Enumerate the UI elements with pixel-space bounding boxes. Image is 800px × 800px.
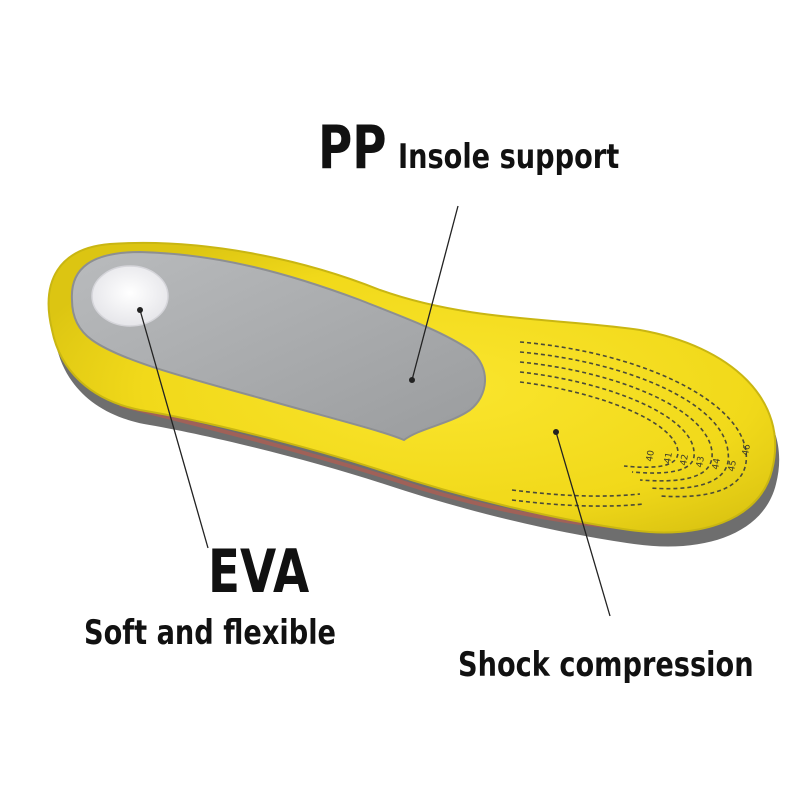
callout-dots	[137, 307, 559, 435]
size-mark: 41	[663, 452, 675, 465]
shock-label: Shock compression	[458, 645, 754, 685]
size-mark: 44	[711, 457, 723, 470]
callout-line-shock	[555, 431, 611, 617]
eva-subtitle: Soft and flexible	[84, 613, 336, 653]
size-mark: 45	[727, 460, 739, 473]
size-mark: 46	[741, 443, 753, 456]
callout-line-eva	[139, 309, 209, 549]
size-mark: 40	[645, 449, 657, 462]
size-mark: 43	[695, 456, 707, 469]
callout-lines	[139, 205, 611, 617]
insole-heel-pad	[91, 265, 169, 327]
size-guide-arcs	[511, 341, 748, 507]
insole-red-edge	[119, 403, 641, 530]
pp-title: PP	[318, 113, 387, 183]
pp-subtitle: Insole support	[398, 137, 620, 177]
size-mark: 42	[679, 454, 691, 467]
callout-line-pp	[411, 205, 459, 381]
size-numbers: 40 41 42 43 44 45 46	[645, 443, 753, 472]
eva-title: EVA	[208, 537, 310, 607]
